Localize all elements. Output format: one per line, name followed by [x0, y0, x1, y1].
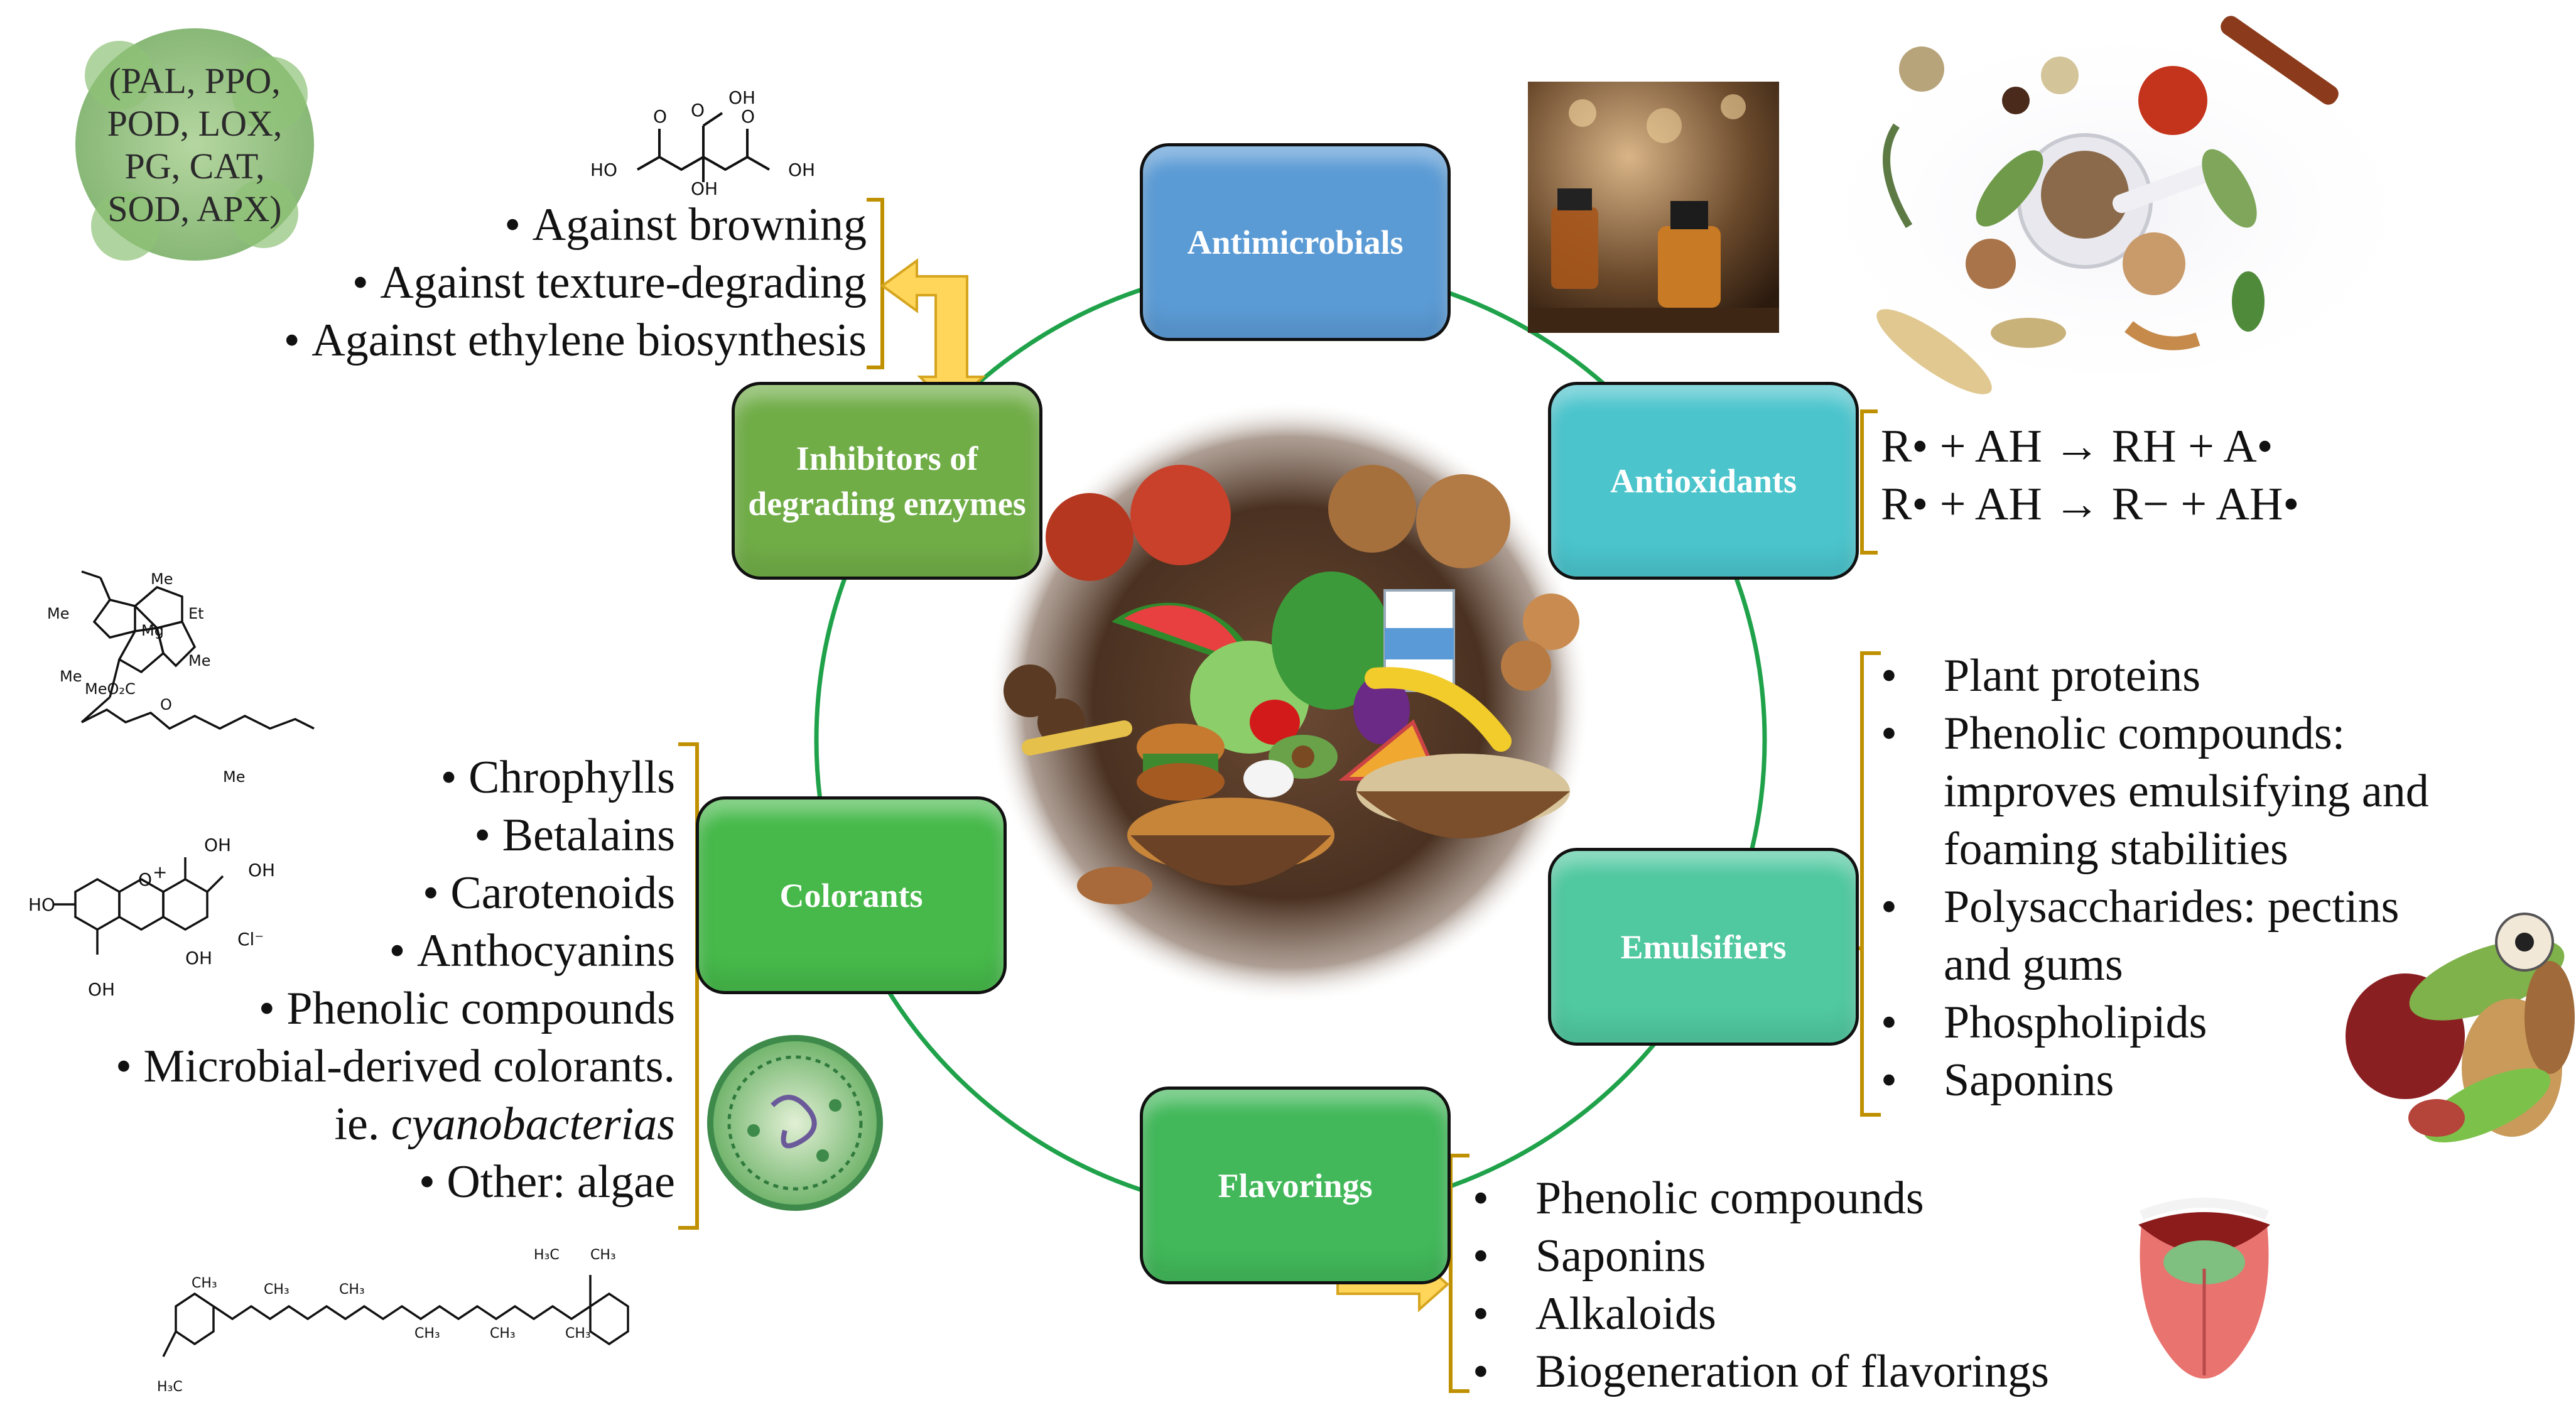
carotene-labels: H₃C CH₃ CH₃ CH₃ CH₃ CH₃ CH₃ CH₃ H₃C: [157, 1247, 616, 1395]
equation: R• + AH → RH + A•: [1881, 421, 2273, 472]
svg-text:OH: OH: [691, 178, 718, 199]
enzyme-structure-image: [75, 28, 314, 261]
list-item: •Polysaccharides: pectins: [1881, 881, 2400, 933]
flavoring-list: •Phenolic compounds •Saponins •Alkaloids…: [1473, 1169, 2049, 1401]
svg-text:HO: HO: [28, 894, 55, 915]
svg-text:O: O: [741, 106, 755, 127]
svg-text:+: +: [153, 862, 167, 882]
bracket-flavorings: [1449, 1154, 1469, 1393]
list-item: • Against texture-degrading: [352, 257, 867, 308]
svg-text:CH₃: CH₃: [192, 1276, 217, 1291]
colorant-list: • Chrophylls • Betalains • Carotenoids •…: [0, 749, 675, 1211]
svg-text:Mg: Mg: [141, 622, 164, 639]
svg-text:OH: OH: [788, 160, 815, 180]
bracket-emulsifiers: [1860, 651, 1881, 1117]
emulsifier-list: •Plant proteins •Phenolic compounds: imp…: [1881, 647, 2429, 1109]
list-item: •Plant proteins: [1881, 650, 2201, 702]
svg-text:O: O: [138, 869, 152, 890]
list-item: • Against ethylene biosynthesis: [283, 315, 867, 366]
legumes-image: [2346, 913, 2575, 1142]
svg-text:CH₃: CH₃: [590, 1247, 616, 1263]
svg-text:Me: Me: [47, 605, 69, 622]
tongue-image: [2138, 1198, 2270, 1379]
svg-text:CH₃: CH₃: [414, 1326, 440, 1341]
svg-text:CH₃: CH₃: [490, 1326, 516, 1341]
anthocyanin-labels: OH OH HO O + Cl⁻ OH OH: [28, 835, 275, 1000]
cyanobacteria-cell-image: [707, 1035, 883, 1211]
svg-text:OH: OH: [185, 948, 212, 968]
svg-text:Et: Et: [188, 605, 204, 622]
list-item: • Against browning: [504, 199, 867, 251]
citric-acid-structure: [637, 112, 770, 182]
list-item: •Alkaloids: [1473, 1288, 1716, 1340]
food-illustration: [988, 401, 1591, 1004]
inhibitor-list: • Against browning • Against texture-deg…: [188, 196, 867, 369]
bracket-colorants: [678, 742, 699, 1230]
antioxidant-equations: R• + AH → RH + A• R• + AH → R− + AH•: [1881, 418, 2299, 533]
list-item: • Betalains: [474, 810, 675, 861]
box-emulsifiers[interactable]: Emulsifiers: [1548, 848, 1859, 1046]
svg-text:CH₃: CH₃: [264, 1282, 290, 1298]
equation: R• + AH → R− + AH•: [1881, 479, 2300, 530]
svg-text:CH₃: CH₃: [339, 1282, 365, 1298]
enzyme-list-label: (PAL, PPO, POD, LOX, PG, CAT, SOD, APX): [107, 60, 283, 229]
spices-image: [1821, 16, 2411, 394]
list-item: • Other: algae: [418, 1156, 675, 1208]
box-inhibitors[interactable]: Inhibitors of degrading enzymes: [732, 382, 1042, 580]
list-item: • Carotenoids: [422, 867, 675, 919]
list-item-note: ie. cyanobacterias: [334, 1098, 676, 1150]
svg-text:OH: OH: [88, 979, 115, 1000]
svg-text:OH: OH: [248, 860, 275, 881]
svg-text:H₃C: H₃C: [534, 1247, 560, 1263]
svg-text:O: O: [160, 696, 172, 713]
svg-text:Me: Me: [223, 768, 245, 786]
chlorophyll-structure: [80, 570, 315, 730]
box-antimicrobials[interactable]: Antimicrobials: [1140, 143, 1451, 341]
svg-text:OH: OH: [728, 87, 755, 108]
citric-acid-labels: OH O O OH O HO OH: [590, 87, 815, 199]
svg-text:MeO₂C: MeO₂C: [85, 680, 136, 698]
anthocyanin-structure: [53, 857, 224, 955]
box-flavorings[interactable]: Flavorings: [1140, 1087, 1451, 1284]
svg-text:H₃C: H₃C: [157, 1379, 183, 1395]
list-item: •Biogeneration of flavorings: [1473, 1346, 2049, 1397]
box-colorants[interactable]: Colorants: [696, 796, 1007, 994]
list-item: • Anthocyanins: [389, 925, 675, 977]
svg-text:O: O: [691, 100, 705, 121]
list-item: •Saponins: [1473, 1230, 1706, 1282]
list-item: •Saponins: [1881, 1054, 2114, 1106]
list-item: •Phospholipids: [1881, 997, 2207, 1048]
bracket-antioxidants: [1860, 409, 1878, 555]
list-item: •Phenolic compounds:: [1881, 708, 2346, 759]
carotene-structure: [162, 1275, 629, 1357]
bracket-inhibitors: [867, 198, 884, 369]
list-item: • Chrophylls: [440, 752, 675, 803]
svg-text:HO: HO: [590, 160, 617, 180]
svg-text:Cl⁻: Cl⁻: [237, 929, 264, 950]
svg-text:O: O: [653, 106, 667, 127]
svg-text:Me: Me: [151, 570, 173, 588]
svg-text:OH: OH: [204, 835, 231, 855]
list-item-continued: and gums: [1944, 939, 2123, 990]
box-antioxidants[interactable]: Antioxidants: [1548, 382, 1859, 580]
chlorophyll-labels: Me Me Et Mg Me Me Me MeO₂C O: [47, 570, 245, 786]
list-item: • Phenolic compounds: [258, 983, 675, 1034]
svg-text:Me: Me: [188, 652, 210, 669]
list-item-continued: improves emulsifying and: [1944, 766, 2429, 817]
essential-oils-image: [1528, 82, 1779, 333]
svg-text:Me: Me: [60, 668, 82, 685]
list-item: • Microbial-derived colorants.: [115, 1041, 675, 1092]
list-item-continued: foaming stabilities: [1944, 823, 2288, 875]
svg-text:CH₃: CH₃: [565, 1326, 591, 1341]
brackets: [678, 198, 1881, 1393]
list-item: •Phenolic compounds: [1473, 1173, 1924, 1224]
